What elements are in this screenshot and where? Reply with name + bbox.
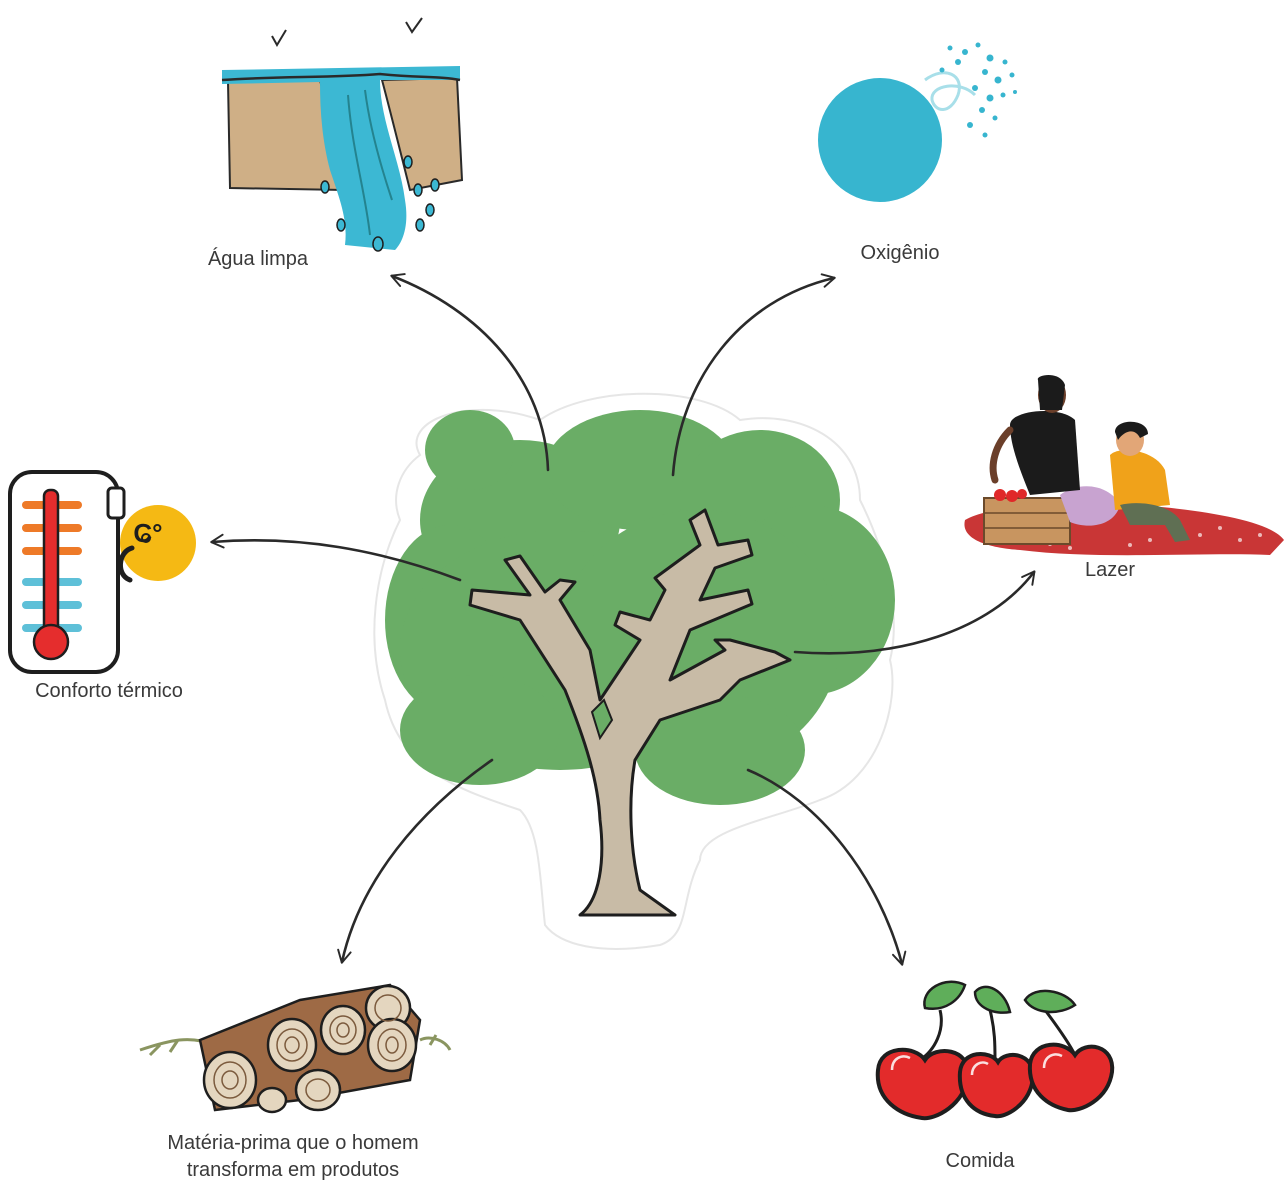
arrow-to-conforto bbox=[210, 533, 462, 582]
label-materia-prima-line-1: Matéria-prima que o homem bbox=[167, 1132, 419, 1154]
tree-icon bbox=[373, 392, 895, 950]
label-materia-prima-line-2: transforma em produtos bbox=[186, 1159, 400, 1181]
picnic-family-icon bbox=[964, 375, 1284, 556]
arrow-to-agua bbox=[390, 273, 550, 472]
cherries-icon bbox=[875, 980, 1115, 1121]
label-conforto-termico: Conforto térmico bbox=[35, 680, 183, 702]
waterfall-icon bbox=[221, 17, 464, 252]
thermometer-sun-icon bbox=[8, 470, 196, 674]
arrows bbox=[210, 273, 1036, 966]
arrow-to-materia bbox=[337, 758, 494, 964]
label-agua-limpa: Água limpa bbox=[207, 248, 309, 270]
oxygen-bubble-icon bbox=[818, 42, 1017, 202]
label-celsius: C° bbox=[133, 518, 163, 548]
label-comida: Comida bbox=[945, 1150, 1015, 1172]
label-lazer: Lazer bbox=[1084, 559, 1136, 581]
label-materia-prima: Matéria-prima que o homem transforma em … bbox=[128, 1130, 458, 1184]
arrow-to-lazer bbox=[793, 570, 1036, 655]
arrow-to-comida bbox=[746, 768, 907, 966]
arrow-to-oxigenio bbox=[671, 273, 836, 477]
label-oxigenio: Oxigênio bbox=[860, 242, 940, 264]
wood-logs-icon bbox=[139, 983, 452, 1114]
